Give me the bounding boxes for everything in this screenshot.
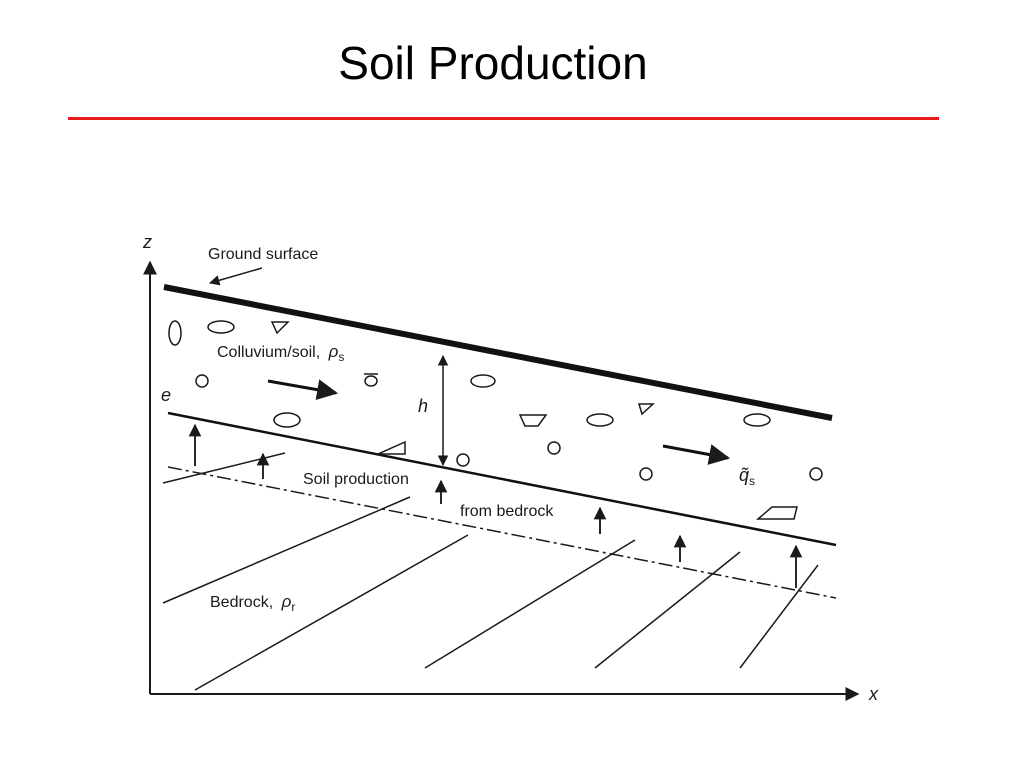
z-axis-label: z — [142, 232, 152, 252]
x-axis-label: x — [868, 684, 879, 704]
ground-surface-label: Ground surface — [208, 246, 318, 263]
bedrock-label: Bedrock, ρr — [210, 592, 295, 614]
soil-bedrock-interface — [167, 411, 837, 547]
soil-production-label: Soil production — [303, 471, 409, 488]
soil-flux-label: q̃s — [739, 465, 755, 488]
soil-flux-arrow — [662, 444, 731, 465]
title-divider — [68, 117, 939, 120]
colluvium-clasts — [168, 320, 823, 520]
soil-production-arrows — [188, 423, 803, 588]
ground-surface-line — [163, 284, 833, 421]
slide-title: Soil Production — [338, 37, 648, 89]
bedrock-bedding-lines — [162, 452, 819, 691]
dash-dot-line — [167, 466, 837, 599]
elevation-label: e — [161, 385, 171, 405]
from-bedrock-label: from bedrock — [460, 503, 554, 520]
colluvium-flow-arrow — [267, 379, 339, 401]
colluvium-label: Colluvium/soil, ρs — [217, 342, 344, 364]
ground-surface-pointer — [208, 267, 263, 286]
thickness-label: h — [418, 396, 428, 416]
